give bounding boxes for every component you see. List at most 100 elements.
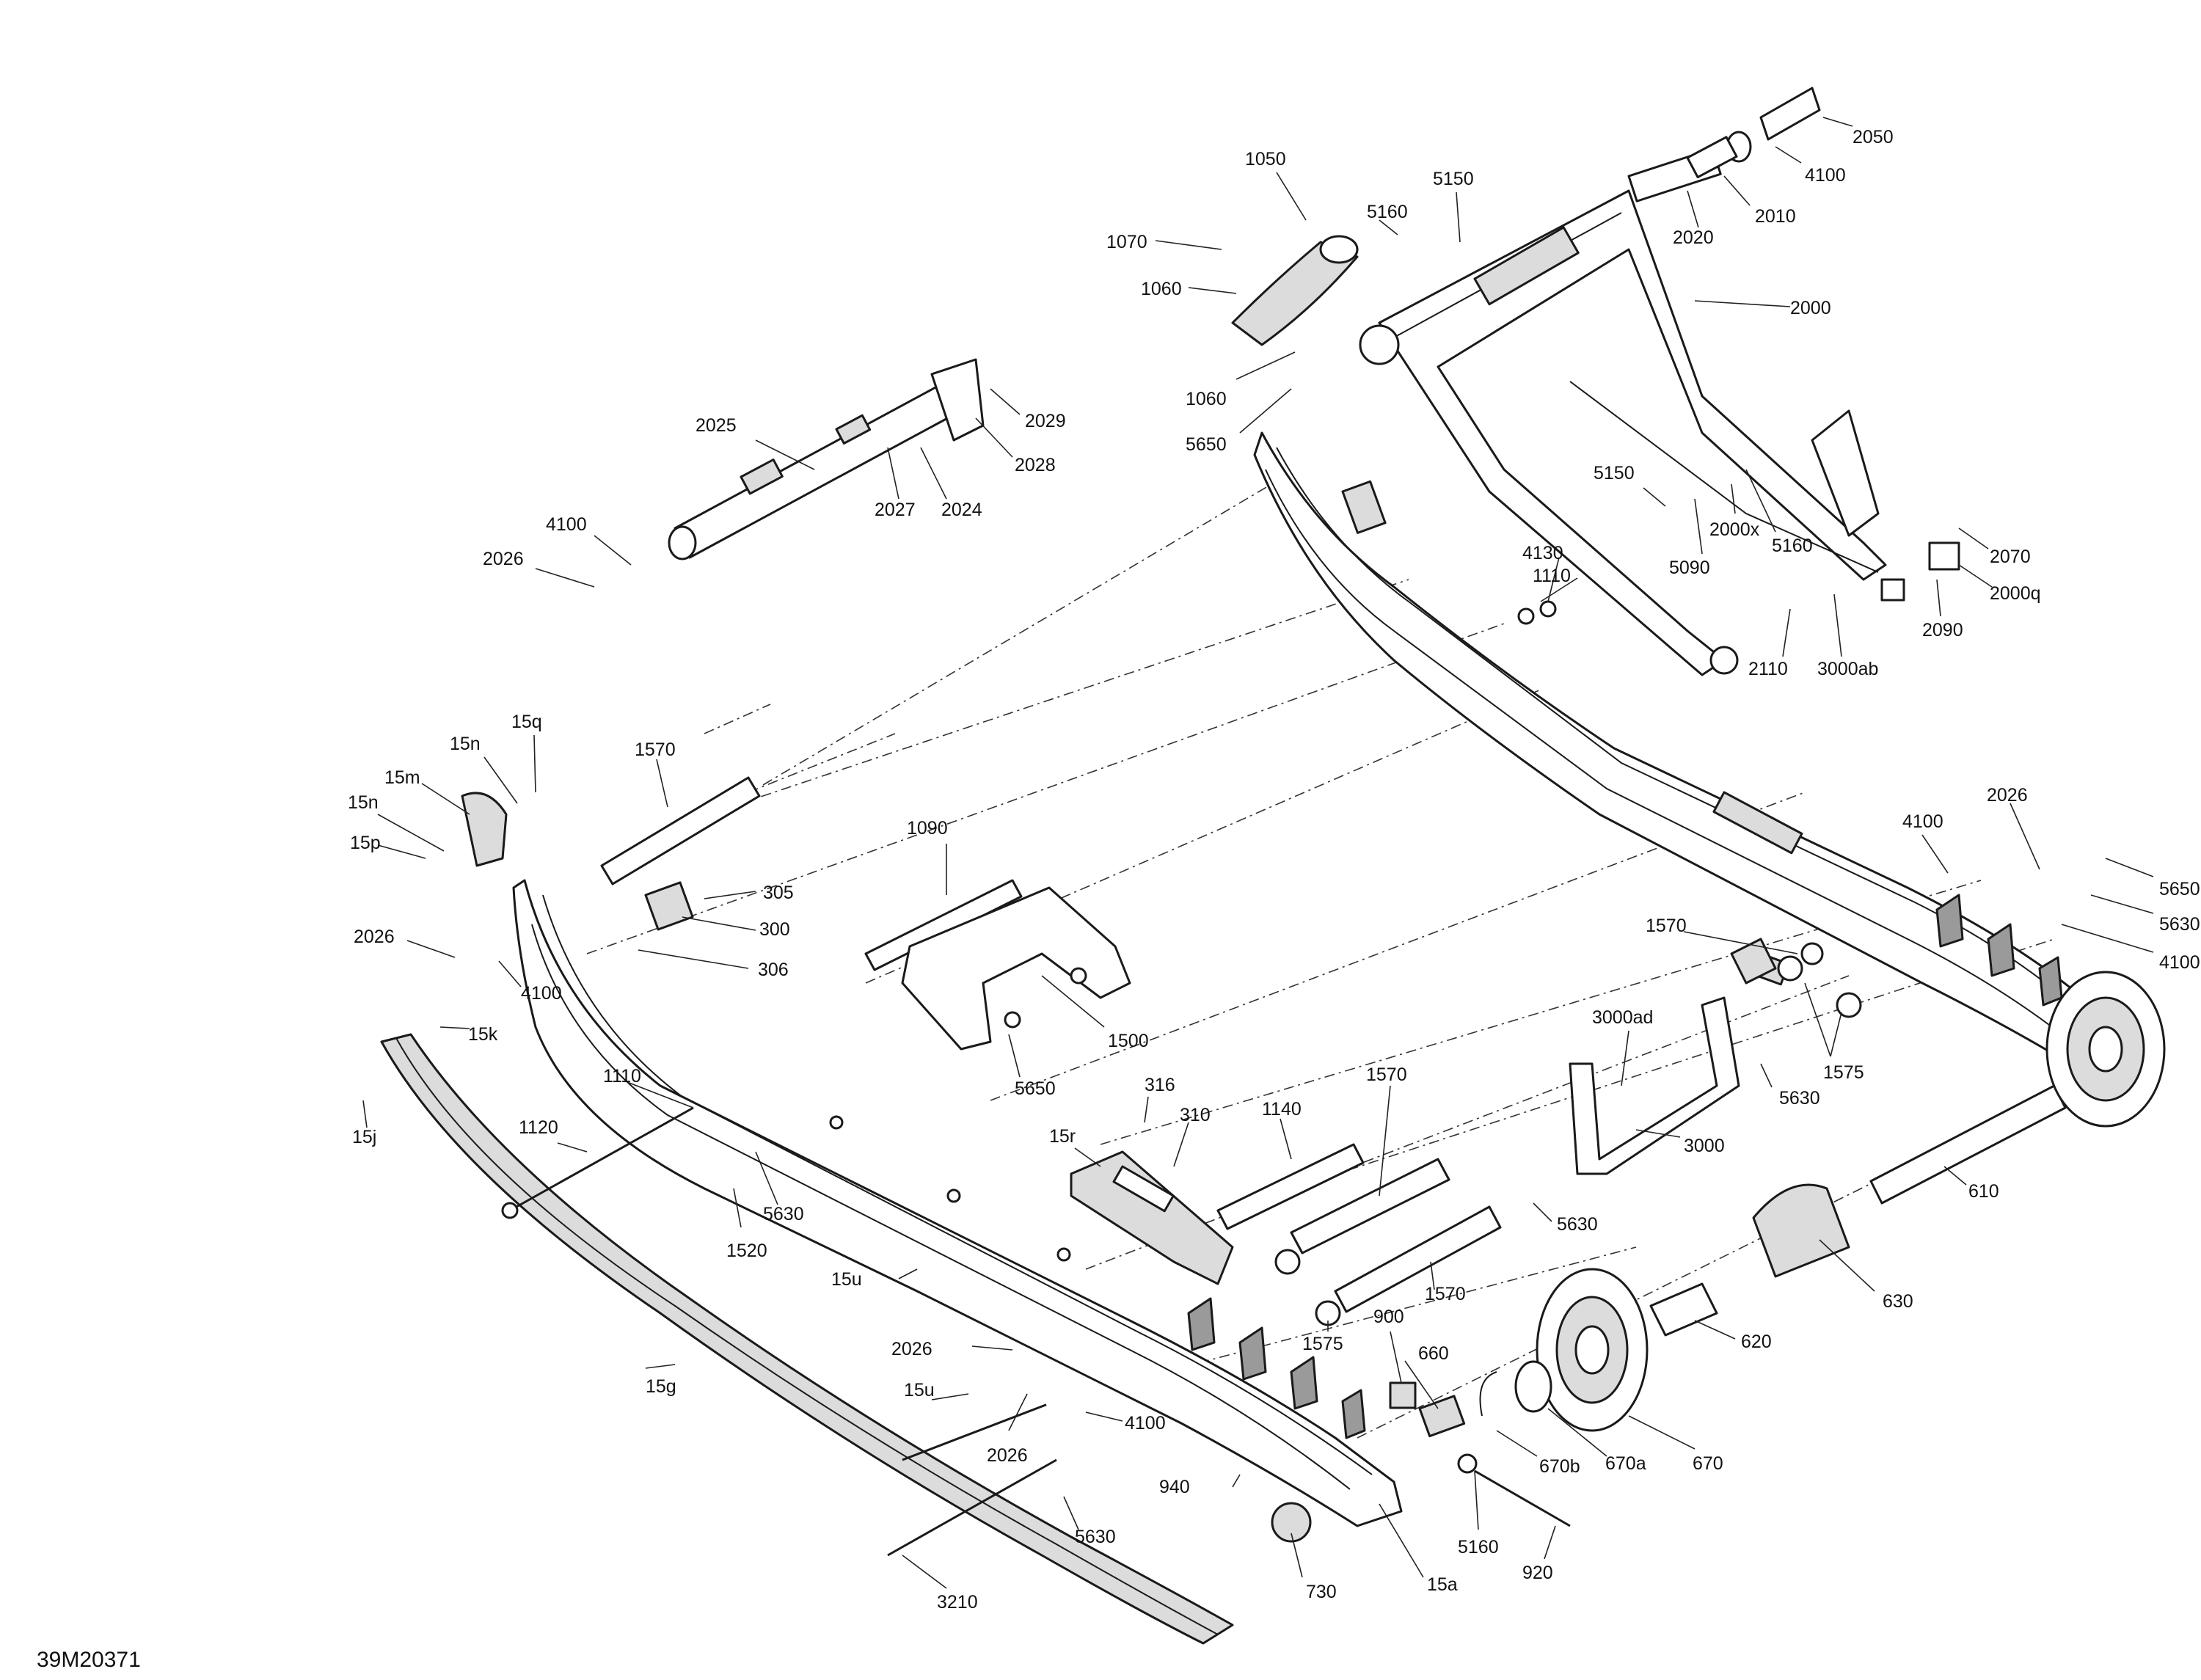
rear-arm-2000 <box>1359 147 1887 676</box>
callout-1520: 1520 <box>726 1241 767 1261</box>
callout-5650: 5650 <box>1015 1078 1056 1099</box>
callout-5650: 5650 <box>1186 434 1227 455</box>
shaft-1570-low <box>1334 1205 1502 1313</box>
right-rail <box>1253 431 2129 1087</box>
callout-4100: 4100 <box>1902 811 1943 832</box>
callout-5160: 5160 <box>1458 1537 1499 1557</box>
callout-305: 305 <box>763 883 794 903</box>
shaft-1140 <box>1216 1143 1365 1230</box>
callout-2026: 2026 <box>483 549 524 569</box>
callout-900: 900 <box>1373 1307 1404 1327</box>
callout-2026: 2026 <box>891 1339 932 1359</box>
callout-5630: 5630 <box>2159 914 2200 935</box>
callout-15m: 15m <box>384 767 420 788</box>
shaft-2025 <box>668 358 985 560</box>
callout-670b: 670b <box>1539 1456 1580 1477</box>
block-15m <box>461 792 508 867</box>
callout-2024: 2024 <box>941 500 982 520</box>
bushing-2000q <box>1928 541 1960 571</box>
callout-2000x: 2000x <box>1709 519 1760 540</box>
callout-920: 920 <box>1522 1563 1553 1583</box>
callout-4130: 4130 <box>1522 543 1563 563</box>
wheel-rear <box>2045 971 2166 1128</box>
sleeve-630 <box>1752 1183 1850 1278</box>
callout-4100: 4100 <box>1125 1413 1166 1434</box>
callout-310: 310 <box>1180 1105 1211 1125</box>
callout-labels: 1050 1070 1060 1060 5650 5150 5160 2050 … <box>348 127 2200 1613</box>
callout-1575: 1575 <box>1823 1062 1864 1083</box>
callout-5160: 5160 <box>1772 536 1813 556</box>
shaft-610 <box>1869 1084 2067 1205</box>
callout-2026: 2026 <box>354 927 395 947</box>
callout-2000q: 2000q <box>1990 583 2041 604</box>
callout-5630: 5630 <box>1075 1527 1116 1547</box>
callout-306: 306 <box>758 960 789 980</box>
callout-1090: 1090 <box>907 818 948 839</box>
callout-1070: 1070 <box>1106 232 1147 252</box>
callout-5630: 5630 <box>763 1204 804 1224</box>
slide-15g <box>380 1033 1234 1645</box>
callout-15k: 15k <box>468 1024 498 1045</box>
callout-15a: 15a <box>1427 1574 1458 1595</box>
callout-1500: 1500 <box>1108 1031 1149 1051</box>
callout-1110: 1110 <box>1533 566 1571 586</box>
callout-1570: 1570 <box>1366 1064 1407 1085</box>
arm-1050 <box>1231 241 1359 346</box>
block-660 <box>1418 1395 1466 1438</box>
long-rod-3210 <box>887 1458 1057 1557</box>
callout-1120: 1120 <box>519 1117 558 1138</box>
callout-15q: 15q <box>511 712 542 732</box>
callout-2010: 2010 <box>1755 206 1796 227</box>
clip-1570 <box>1800 942 1824 965</box>
callout-5160: 5160 <box>1367 202 1408 222</box>
callout-15n: 15n <box>348 792 379 813</box>
small-parts <box>461 87 1960 1543</box>
callout-300: 300 <box>759 919 790 940</box>
callout-2050: 2050 <box>1853 127 1894 147</box>
callout-4100: 4100 <box>521 983 562 1004</box>
shaft-1090 <box>864 879 1023 971</box>
callout-2070: 2070 <box>1990 547 2031 567</box>
callout-2110: 2110 <box>1748 659 1788 679</box>
callout-2026: 2026 <box>1987 785 2028 806</box>
leader-lines <box>362 117 2154 1589</box>
callout-3000ab: 3000ab <box>1817 659 1878 679</box>
shaft-1570-upper <box>600 776 761 885</box>
bearing-670a <box>1514 1360 1552 1413</box>
callout-2029: 2029 <box>1025 411 1066 431</box>
callout-15u: 15u <box>831 1269 862 1290</box>
callout-1110: 1110 <box>603 1066 641 1086</box>
callout-2026: 2026 <box>987 1445 1028 1466</box>
callout-3210: 3210 <box>937 1592 978 1613</box>
callout-2025: 2025 <box>696 415 737 436</box>
rod-3210 <box>902 1403 1047 1461</box>
shafts <box>600 776 2067 1337</box>
left-rail <box>512 879 1403 1527</box>
callout-670: 670 <box>1693 1453 1723 1474</box>
spacer-620 <box>1649 1282 1718 1337</box>
callout-3000ad: 3000ad <box>1592 1007 1653 1028</box>
callout-2000: 2000 <box>1790 298 1831 318</box>
callout-5630: 5630 <box>1557 1214 1598 1235</box>
callout-5630: 5630 <box>1779 1088 1820 1109</box>
callout-4100: 4100 <box>1805 165 1846 186</box>
callout-15j: 15j <box>352 1127 376 1147</box>
callout-1570: 1570 <box>635 739 676 760</box>
bracket-3000 <box>1569 996 1740 1175</box>
callout-940: 940 <box>1159 1477 1190 1497</box>
wheel-670 <box>1536 1268 1649 1432</box>
bracket-1500 <box>901 886 1131 1051</box>
pad-300 <box>644 881 694 931</box>
callout-316: 316 <box>1145 1075 1175 1095</box>
callout-1050: 1050 <box>1245 149 1286 169</box>
block-900 <box>1389 1381 1417 1409</box>
callout-4100: 4100 <box>546 514 587 535</box>
callout-620: 620 <box>1741 1332 1772 1352</box>
figure-id: 39M20371 <box>37 1648 141 1672</box>
cap-730 <box>1271 1502 1312 1543</box>
callout-2027: 2027 <box>875 500 916 520</box>
rod-1120 <box>509 1106 694 1212</box>
callout-1570: 1570 <box>1646 916 1687 936</box>
callout-610: 610 <box>1968 1181 1999 1202</box>
callout-4100: 4100 <box>2159 952 2200 973</box>
